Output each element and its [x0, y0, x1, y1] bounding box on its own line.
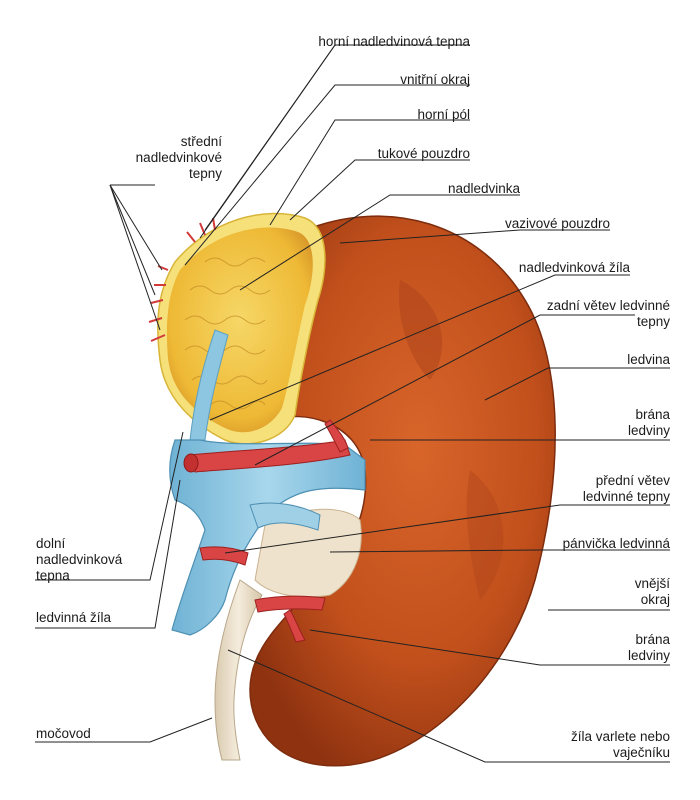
label-brana-lower-line2: ledviny [627, 648, 670, 663]
label-dolni-tepna-line1: dolní [36, 536, 66, 551]
label-ledvinna-zila: ledvinná žíla [36, 610, 112, 625]
label-vnejsi-okraj: vnější okraj [635, 576, 670, 608]
label-dolni-tepna-line2: nadledvinková [36, 552, 123, 567]
label-horni-nadledvinova-tepna: horní nadledvinová tepna [318, 34, 470, 49]
label-vnejsi-okraj-line1: vnější [634, 576, 670, 591]
label-zila-varlete-line2: vaječníku [612, 745, 670, 760]
label-horni-pol: horní pól [417, 107, 470, 122]
label-brana-upper: brána ledviny [628, 407, 670, 439]
label-predni-vetev-line1: přední větev [595, 473, 670, 488]
label-brana-lower: brána ledviny [628, 632, 670, 664]
label-vnitrni-okraj: vnitřní okraj [400, 72, 470, 87]
label-zadni-vetev-line1: zadní větev ledvinné [546, 298, 670, 313]
label-stredni-tepny-line3: tepny [188, 166, 222, 181]
label-stredni-tepny: střední nadledvinkové tepny [136, 134, 222, 182]
renal-artery [189, 439, 351, 473]
label-dolni-tepna-line3: tepna [36, 568, 70, 583]
label-vnejsi-okraj-line2: okraj [640, 592, 670, 607]
label-zadni-vetev: zadní větev ledvinné tepny [547, 298, 670, 330]
label-zila-varlete: žíla varlete nebo vaječníku [571, 729, 670, 761]
label-predni-vetev: přední větev ledvinné tepny [583, 473, 670, 505]
label-nadledvinkova-zila: nadledvinková žíla [518, 260, 630, 275]
label-brana-upper-line1: brána [635, 407, 670, 422]
label-stredni-tepny-line1: střední [180, 134, 222, 149]
label-predni-vetev-line2: ledvinné tepny [582, 489, 670, 504]
label-zadni-vetev-line2: tepny [636, 314, 670, 329]
renal-pelvis [254, 508, 362, 598]
label-zila-varlete-line1: žíla varlete nebo [570, 729, 670, 744]
label-panvicka: pánvička ledvinná [562, 536, 670, 551]
label-tukove-pouzdro: tukové pouzdro [377, 146, 470, 161]
adrenal-vein [189, 329, 229, 441]
label-stredni-tepny-line2: nadledvinkové [135, 150, 222, 165]
label-dolni-tepna: dolní nadledvinková tepna [36, 536, 122, 584]
label-ledvina: ledvina [627, 352, 670, 367]
kidney-shape [249, 215, 556, 767]
ureter [214, 579, 263, 761]
label-nadledvinka: nadledvinka [447, 181, 520, 196]
label-brana-lower-line1: brána [635, 632, 670, 647]
label-brana-upper-line2: ledviny [627, 423, 670, 438]
adrenal-texture [184, 257, 271, 410]
label-mocovod: močovod [36, 726, 91, 741]
leader-lines [35, 44, 670, 763]
kidney-shading [399, 280, 443, 380]
label-vazivove-pouzdro: vazivové pouzdro [504, 216, 610, 231]
middle-adrenal-arteries [148, 217, 216, 342]
